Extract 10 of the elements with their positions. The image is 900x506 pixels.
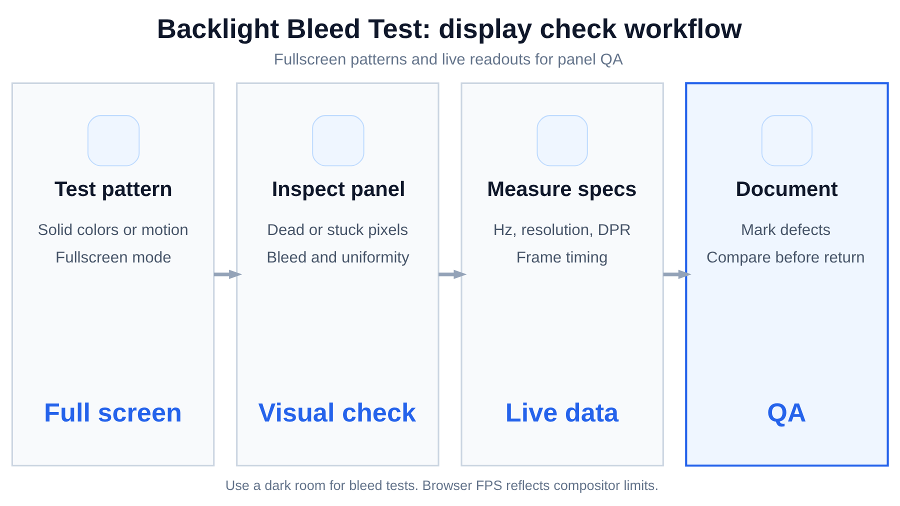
label: Fullscreen patterns and live readouts for panel QA	[274, 50, 623, 68]
arrow	[214, 269, 242, 278]
arrow	[663, 269, 692, 278]
arrow	[438, 269, 467, 278]
node-box: Measure specs Hz, resolution, DPR Frame timing Live data	[460, 82, 664, 466]
caption: Use a dark room for bleed tests. Browser FPS reflects compositor limits.	[225, 478, 658, 493]
node-box: Test pattern Solid colors or motion Fullscreen mode Full screen	[11, 82, 215, 466]
diagram-title: Backlight Bleed Test: display check workflow	[156, 12, 742, 44]
node-box: Document Mark defects Compare before return QA	[685, 82, 889, 466]
node-box: Inspect panel Dead or stuck pixels Bleed and uniformity Visual check	[236, 82, 440, 466]
